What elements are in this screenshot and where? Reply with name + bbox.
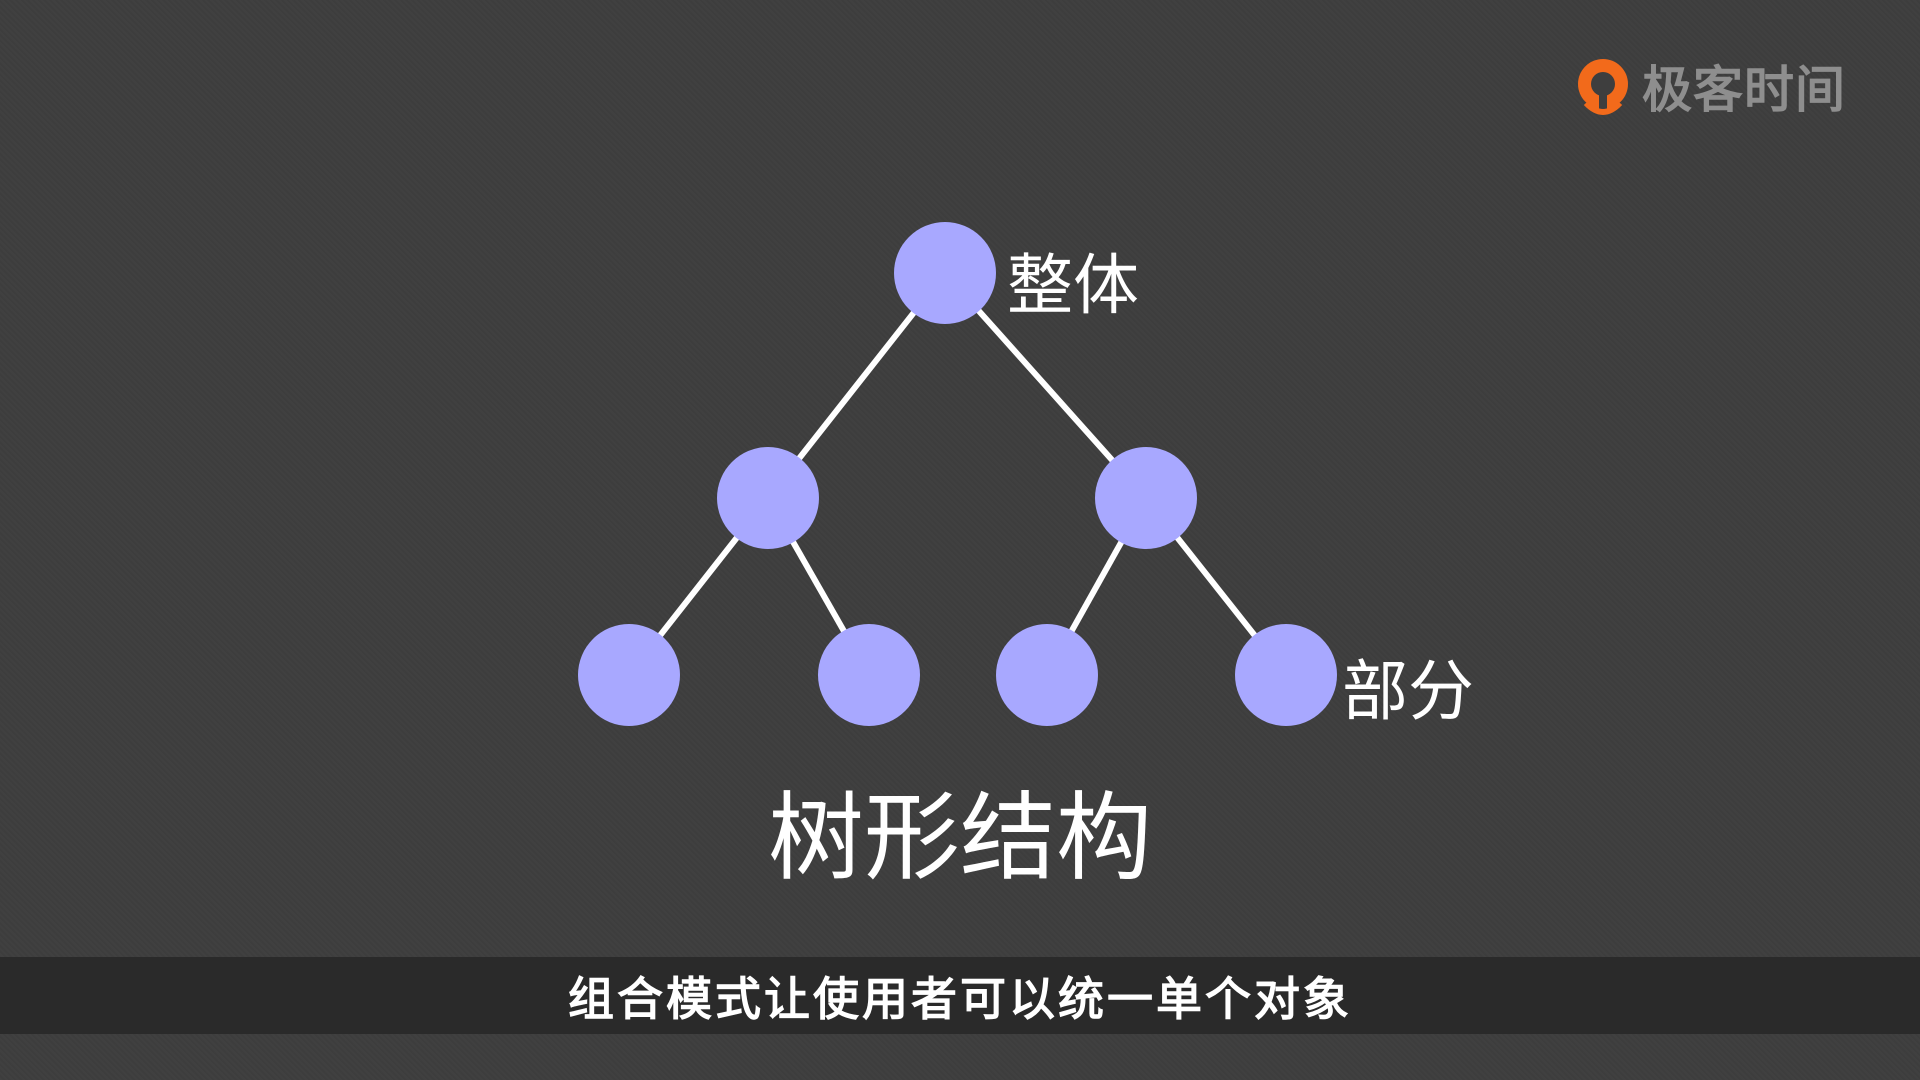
root-label: 整体: [1007, 247, 1139, 324]
tree-nodes: [578, 222, 1337, 726]
tree-node-n6: [1235, 624, 1337, 726]
brand-logo: 极客时间: [1572, 48, 1846, 124]
subtitle-text: 组合模式让使用者可以统一单个对象: [568, 971, 1352, 1026]
subtitle-bar: 组合模式让使用者可以统一单个对象: [0, 957, 1920, 1034]
tree-node-n1: [717, 447, 819, 549]
leaf-label: 部分: [1342, 653, 1474, 730]
tree-node-n5: [996, 624, 1098, 726]
tree-node-n0: [894, 222, 996, 324]
geektime-logo-icon: [1578, 59, 1628, 115]
tree-node-n3: [578, 624, 680, 726]
diagram-title: 树形结构: [768, 782, 1152, 894]
brand-name: 极客时间: [1642, 61, 1846, 119]
tree-node-n2: [1095, 447, 1197, 549]
tree-node-n4: [818, 624, 920, 726]
